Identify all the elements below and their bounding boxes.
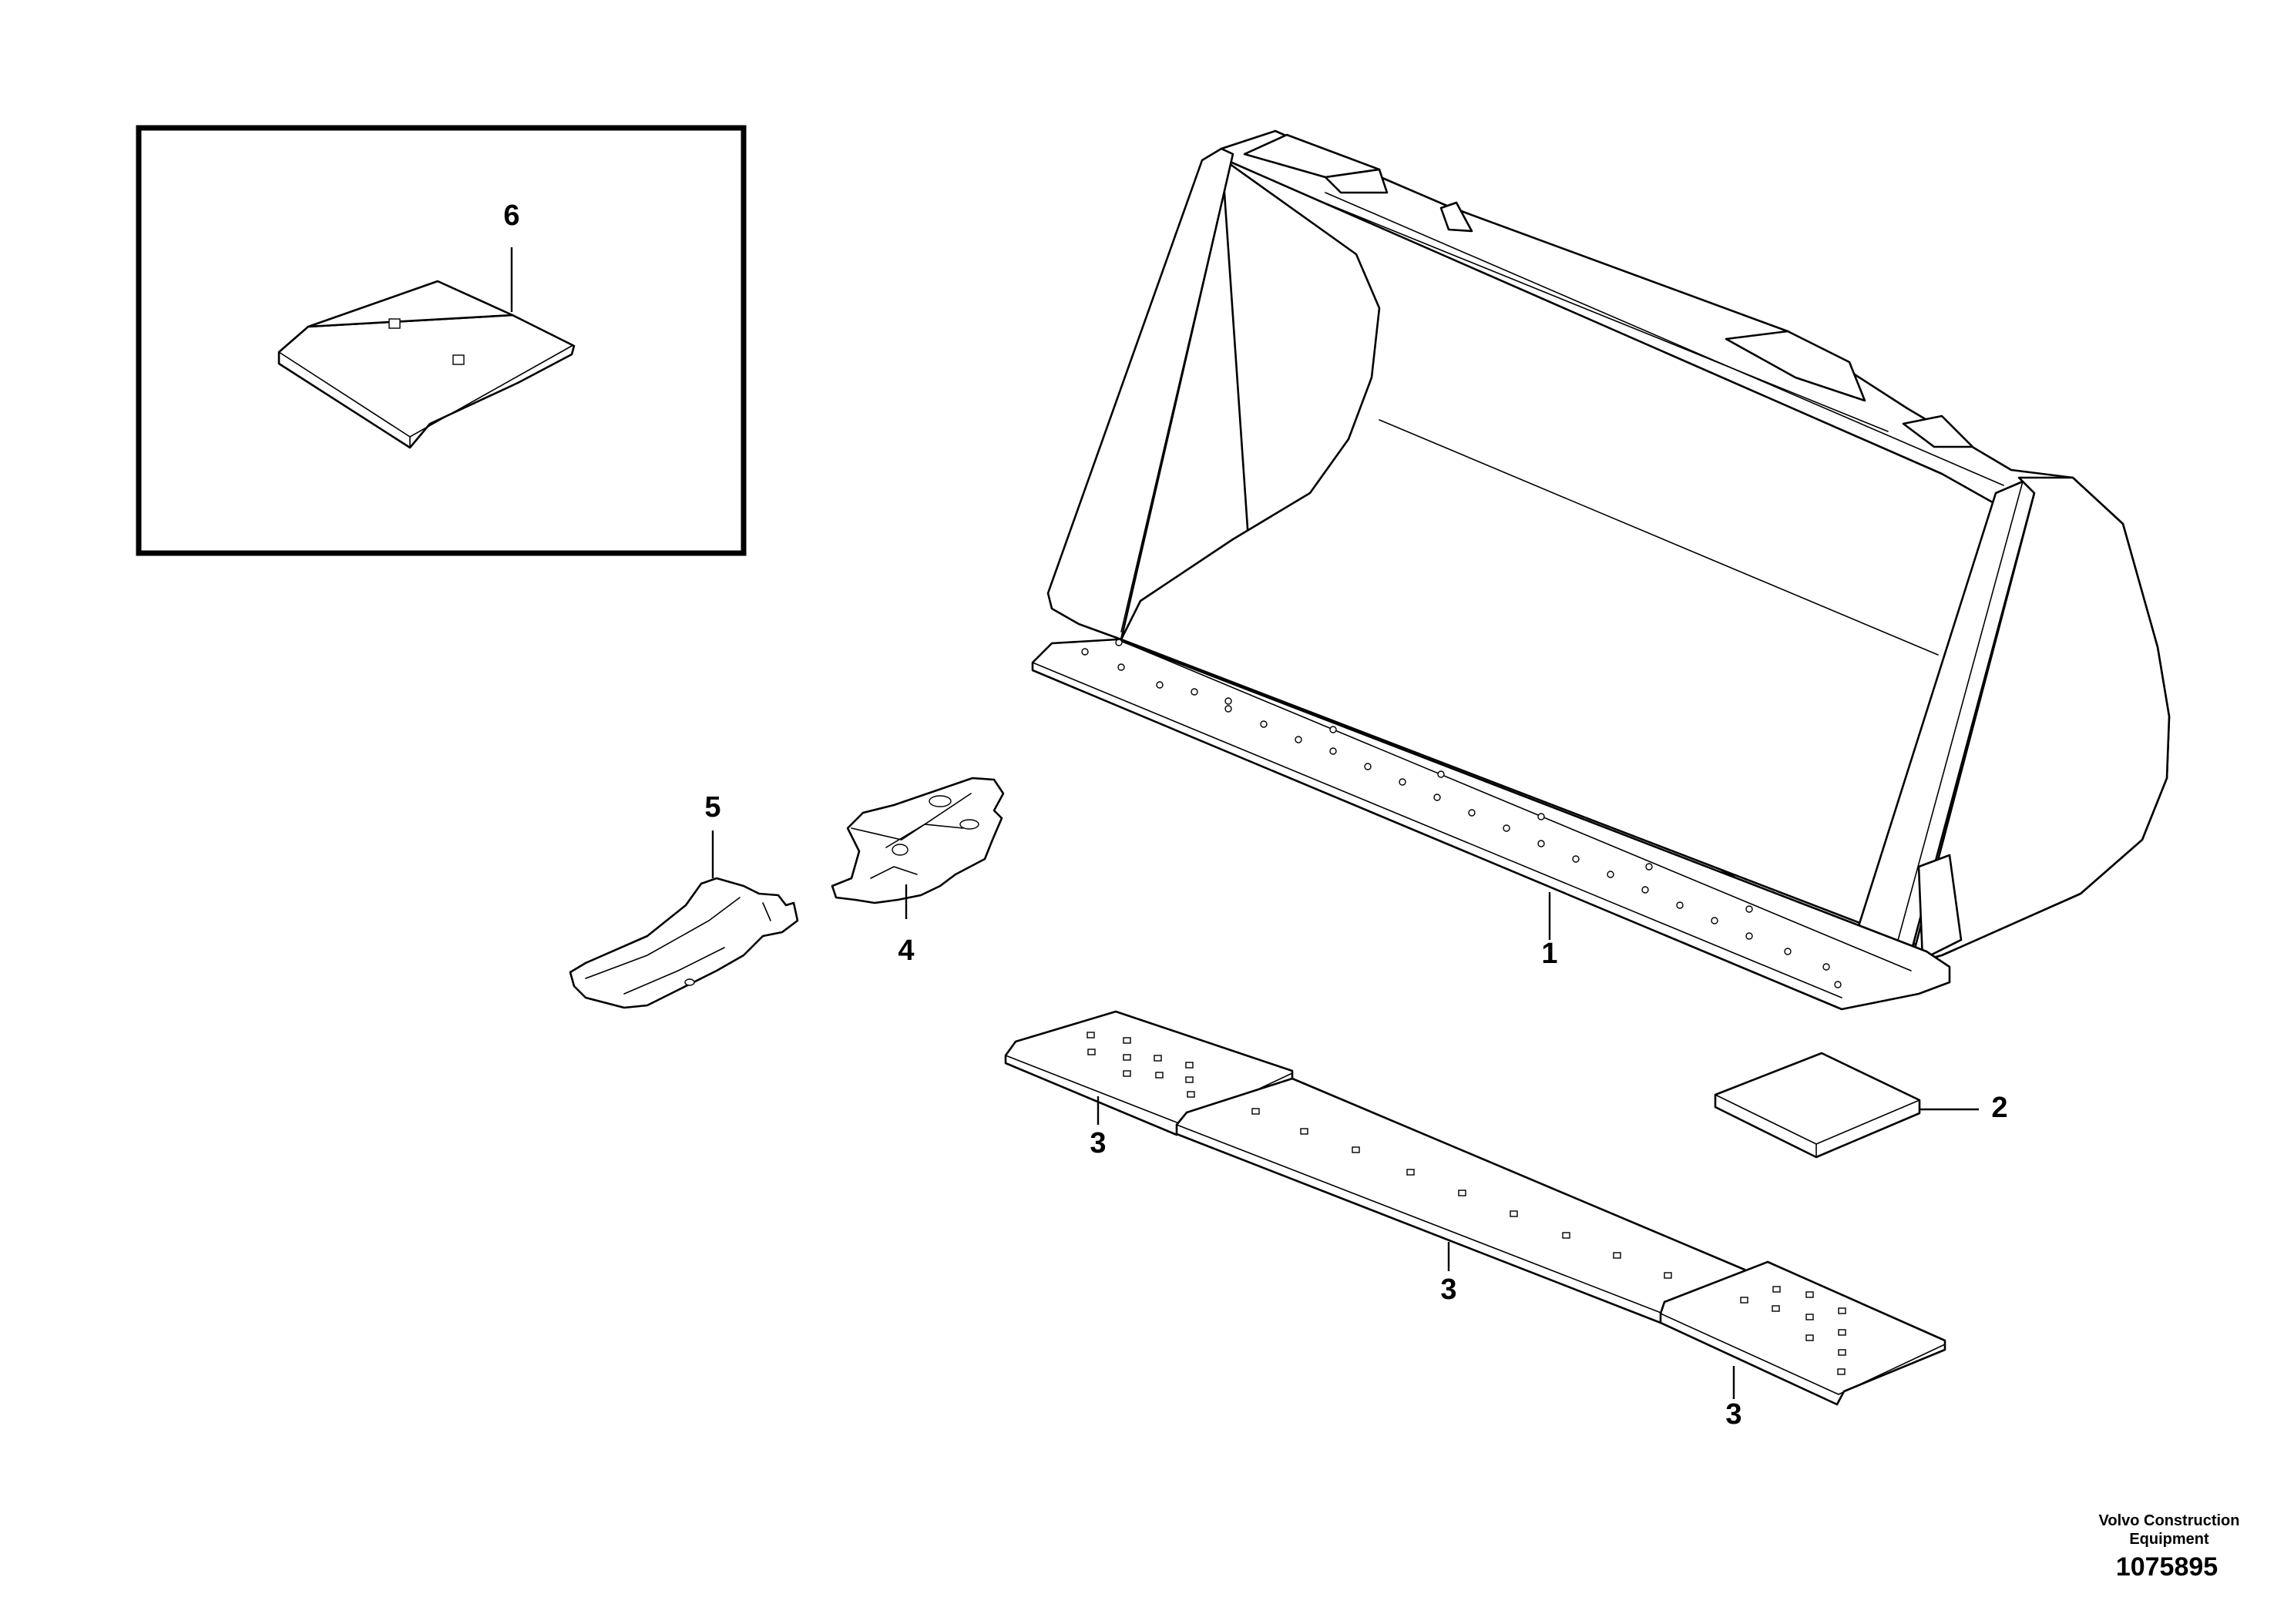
part-1-bucket [1031, 129, 2171, 1011]
callout-6: 6 [503, 200, 519, 232]
callout-3-left: 3 [1090, 1127, 1106, 1159]
inset-detail-box [136, 125, 747, 556]
document-number: 1075895 [2116, 1552, 2218, 1582]
callout-labels: 1 2 3 3 3 4 5 6 [503, 200, 2007, 1431]
part-3-edge-right [1659, 1260, 1946, 1406]
callout-2: 2 [1991, 1092, 2007, 1124]
part-6-wear-plate [277, 280, 576, 449]
part-3-edge-middle [1175, 1077, 1746, 1324]
footer: Volvo Construction Equipment 1075895 [2099, 1512, 2240, 1582]
part-4-adapter [831, 777, 1005, 904]
bucket-edge-bolt-holes [1081, 639, 1842, 988]
callout-1: 1 [1541, 938, 1557, 970]
part-5-tooth [569, 877, 799, 1009]
callout-4: 4 [898, 934, 914, 967]
callout-3-middle: 3 [1440, 1273, 1456, 1306]
brand-line-2: Equipment [2129, 1531, 2209, 1548]
callout-3-right: 3 [1725, 1398, 1741, 1431]
part-2-plate [1714, 1052, 1921, 1159]
callout-5: 5 [704, 791, 720, 824]
brand-line-1: Volvo Construction [2099, 1512, 2240, 1529]
leader-lines [510, 247, 1979, 1399]
